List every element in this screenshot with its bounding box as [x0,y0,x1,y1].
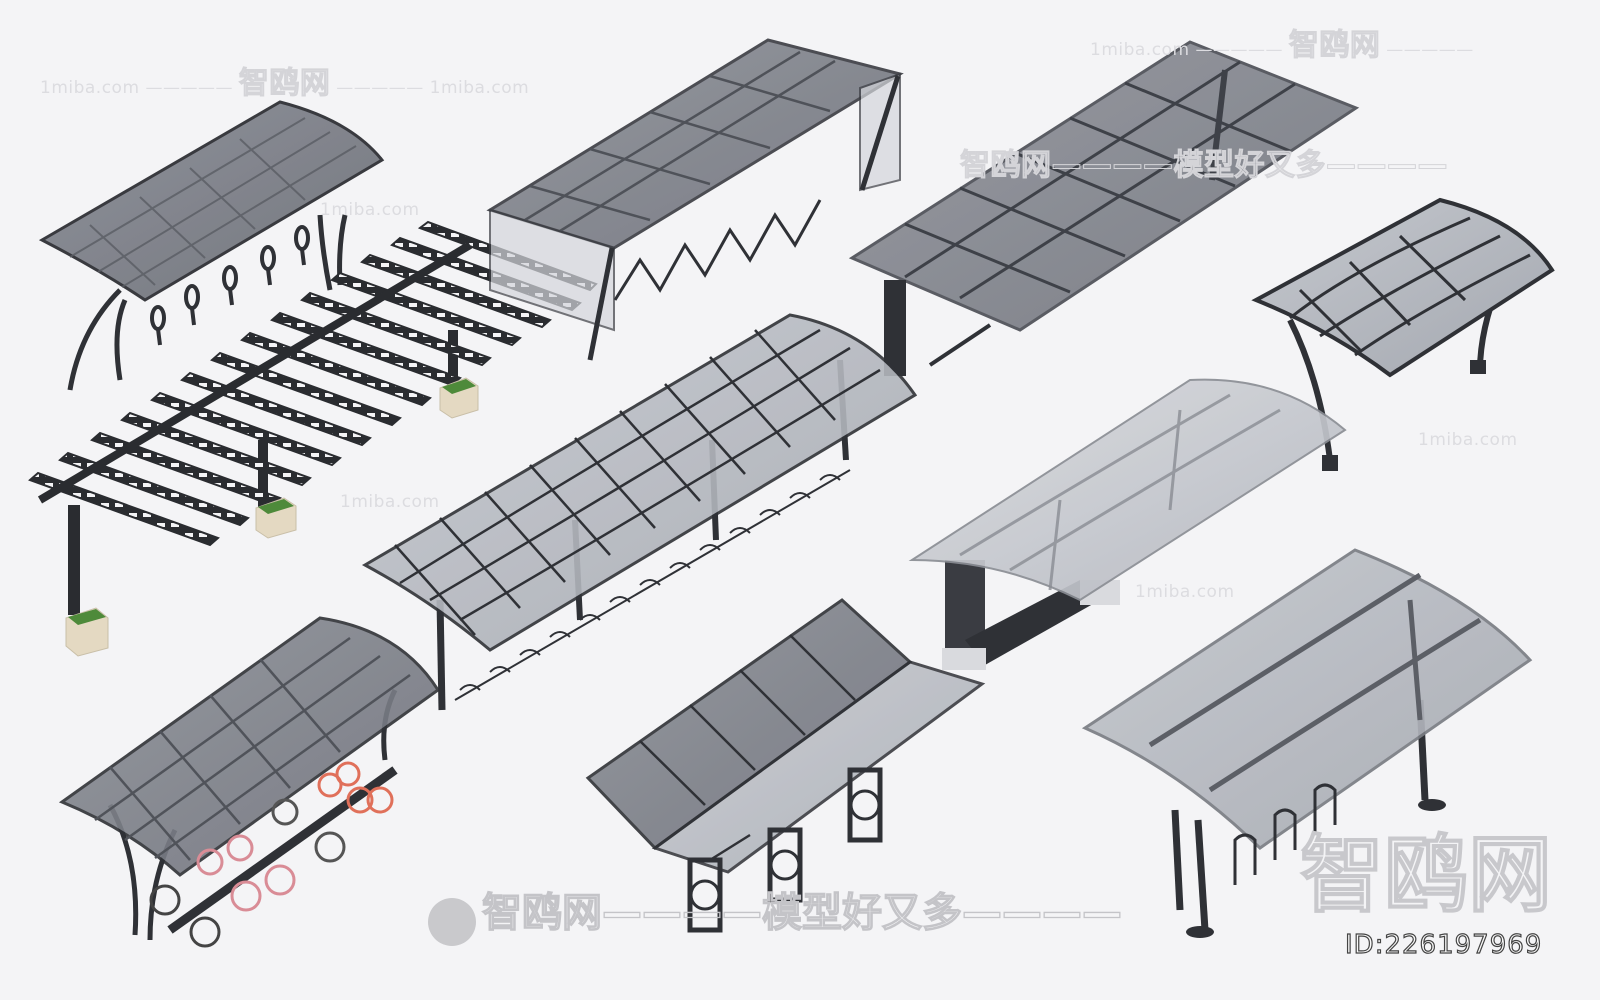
watermark-dashes: ————— [145,78,233,98]
flat-glass-shelter-with-wave-rack [486,38,904,361]
long-arched-shelter-with-racks [361,313,918,711]
watermark-big-brand: 智鸥网 [1299,825,1553,925]
watermark-site-text: 1miba.com [40,78,140,98]
wide-curved-shelter-with-stands [1081,548,1533,938]
frosted-arched-shelter [908,378,1347,670]
watermark-slogan-text: 智鸥网————模型好又多———— [960,148,1449,184]
watermark-site-text: 1miba.com [429,78,530,98]
watermark-site-text: 1miba.com [1418,430,1518,450]
model-id-label: ID:226197969 [1344,929,1543,960]
watermark-brand-text: 智鸥网 [1288,28,1381,64]
watermark-site-text: 1miba.com [320,200,420,220]
watermark-site-center: 1miba.com [340,492,440,512]
watermark-mid-right: 智鸥网————模型好又多———— [960,140,1449,184]
curved-shelter-with-bicycles [58,616,441,948]
watermark-site-lower-right: 1miba.com [1135,582,1235,602]
watermark-site-text: 1miba.com [340,492,440,512]
watermark-site-top-right: 1miba.com ————— 智鸥网 ————— [1090,20,1474,64]
watermark-site-top-left: 1miba.com ————— 智鸥网 ————— 1miba.com [40,58,529,102]
planter-box-icon [65,377,479,657]
watermark-site-text: 1miba.com [1090,40,1190,60]
watermark-site-right: 1miba.com [1418,430,1518,450]
watermark-site-text: 1miba.com [1135,582,1235,602]
watermark-bottom-slogan: 智鸥网————模型好又多———— [481,889,1122,936]
gull-wing-shelter-with-ring-stands [585,598,986,933]
watermark-dashes: ————— [1195,40,1283,60]
watermark-brand-text: 智鸥网 [238,66,331,102]
large-flat-glass-shelter [848,40,1360,376]
bicycle-icon [149,761,394,948]
watermark-site-upper-left: 1miba.com [320,200,420,220]
watermark-dashes: ————— [1386,40,1474,60]
curved-canopy-shelter-with-hoop-racks [38,100,385,391]
watermark-logo-icon [428,898,476,946]
watermark-dashes: ————— [336,78,424,98]
